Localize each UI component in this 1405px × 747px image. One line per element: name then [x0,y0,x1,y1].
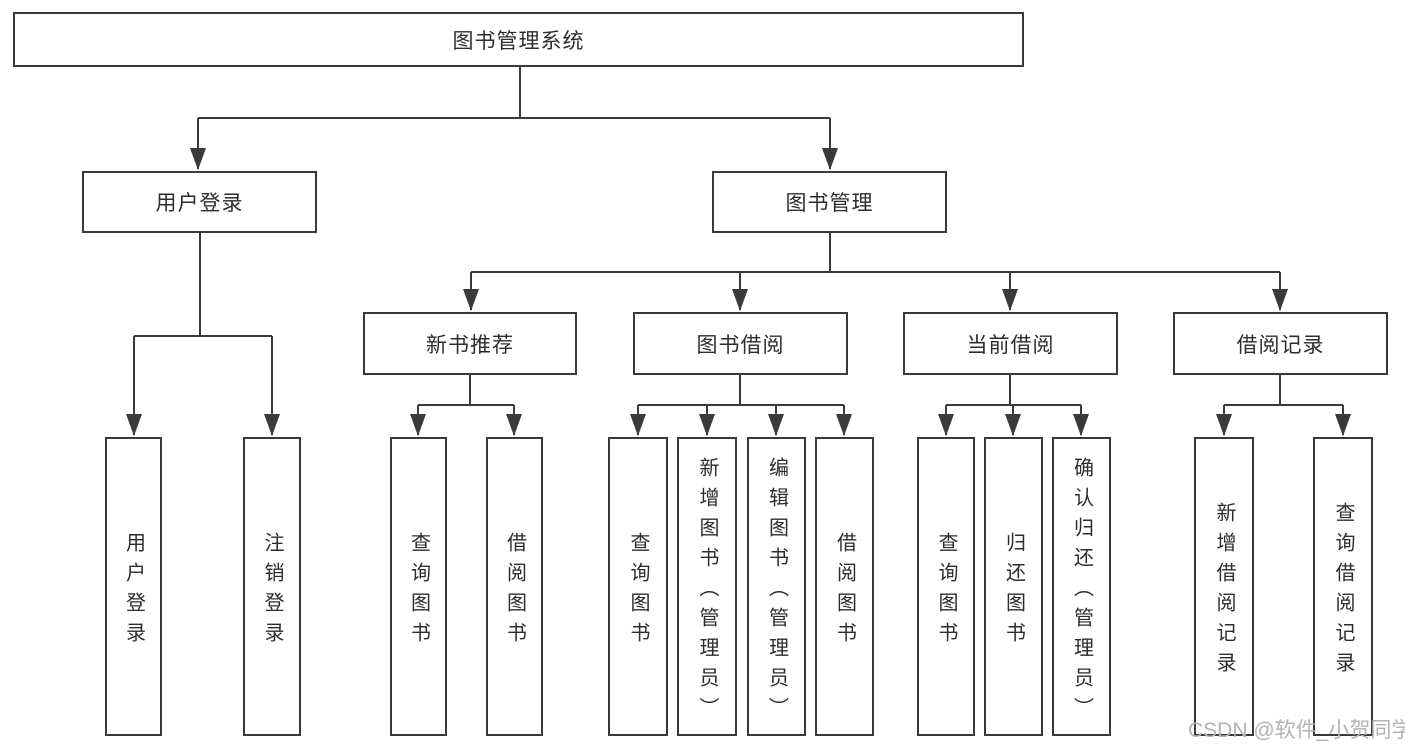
leaf-add-borrow-record-label: 新增借阅记录 [1213,501,1235,682]
leaf-user-login-label: 用户登录 [122,531,145,652]
node-user-login: 用户登录 [82,171,317,233]
leaf-add-book-admin: 新增图书（管理员） [677,437,737,736]
node-current-borrow-label: 当前借阅 [966,333,1055,357]
node-book-borrow-label: 图书借阅 [696,333,785,357]
leaf-confirm-return-admin: 确认归还（管理员） [1052,437,1111,736]
leaf-query-books-3: 查询图书 [917,437,975,736]
leaf-confirm-return-admin-label: 确认归还（管理员） [1070,456,1093,727]
node-new-book-recommend: 新书推荐 [363,312,577,375]
leaf-query-books-2: 查询图书 [608,437,668,736]
leaf-logout: 注销登录 [243,437,301,736]
node-new-book-recommend-label: 新书推荐 [426,333,514,357]
leaf-query-books-1: 查询图书 [390,437,447,736]
leaf-query-books-1-label: 查询图书 [407,531,430,652]
node-root-label: 图书管理系统 [452,29,585,53]
node-borrow-records: 借阅记录 [1173,312,1388,375]
leaf-borrow-books-1-label: 借阅图书 [503,531,526,652]
node-borrow-records-label: 借阅记录 [1236,333,1325,357]
leaf-query-borrow-record: 查询借阅记录 [1313,437,1373,736]
leaf-borrow-books-2: 借阅图书 [815,437,874,736]
watermark: CSDN @软件_小贺同学 [1188,719,1405,742]
leaf-edit-book-admin: 编辑图书（管理员） [747,437,806,736]
leaf-query-borrow-record-label: 查询借阅记录 [1332,501,1354,682]
leaf-borrow-books-2-label: 借阅图书 [833,531,856,652]
node-current-borrow: 当前借阅 [903,312,1118,375]
node-user-login-label: 用户登录 [155,192,244,215]
node-book-management: 图书管理 [712,171,947,233]
leaf-return-book: 归还图书 [984,437,1043,736]
leaf-add-borrow-record: 新增借阅记录 [1194,437,1254,736]
leaf-query-books-2-label: 查询图书 [627,531,649,652]
leaf-query-books-3-label: 查询图书 [935,531,957,652]
leaf-return-book-label: 归还图书 [1002,531,1025,652]
leaf-add-book-admin-label: 新增图书（管理员） [696,456,718,727]
leaf-borrow-books-1: 借阅图书 [486,437,543,736]
node-book-management-label: 图书管理 [785,192,874,215]
leaf-user-login: 用户登录 [105,437,162,736]
node-book-borrow: 图书借阅 [633,312,848,375]
leaf-edit-book-admin-label: 编辑图书（管理员） [765,456,788,727]
leaf-logout-label: 注销登录 [261,531,283,652]
node-root: 图书管理系统 [13,12,1024,67]
